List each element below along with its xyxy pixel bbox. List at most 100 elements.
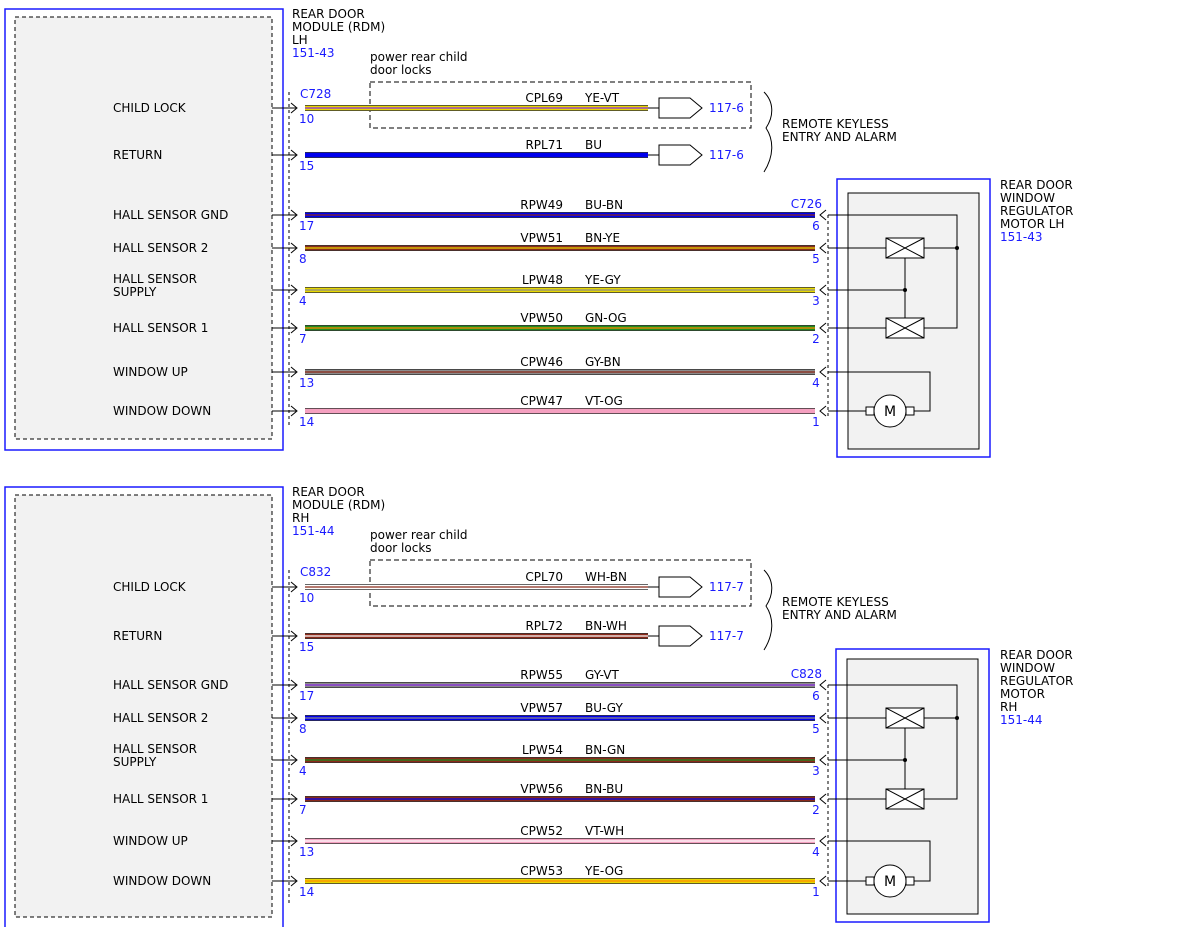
circuit-id: RPL72 — [525, 619, 563, 633]
dest-ref: 117-6 — [709, 101, 744, 115]
pin-arrow — [819, 242, 827, 254]
circuit-id: LPW48 — [522, 273, 563, 287]
pin-number: 17 — [299, 219, 314, 233]
motor-box — [836, 178, 991, 458]
hall-sensor-cross — [885, 237, 925, 259]
motor-title-line: WINDOW — [1000, 661, 1055, 675]
child-lock-box-label: door locks — [370, 541, 432, 555]
module-interior — [14, 16, 273, 440]
pin-arrow — [819, 754, 827, 766]
hall-sensor-cross — [885, 788, 925, 810]
module-box — [4, 486, 284, 927]
pin-arrow — [819, 875, 827, 887]
motor-box — [835, 648, 990, 923]
pin-number: 10 — [299, 112, 314, 126]
remote-label: REMOTE KEYLESS — [782, 117, 889, 131]
motor-pin-number: 3 — [812, 764, 820, 778]
motor-title-line: REGULATOR — [1000, 204, 1073, 218]
dest-connector — [658, 576, 703, 598]
wire-label: HALL SENSOR — [113, 742, 197, 756]
wire-color-code: YE-OG — [584, 864, 623, 878]
circuit-id: CPW53 — [520, 864, 563, 878]
motor-pin-number: 3 — [812, 294, 820, 308]
pin-arrow — [290, 581, 298, 593]
motor-ref: 151-44 — [1000, 713, 1043, 727]
pin-arrow — [290, 149, 298, 161]
motor-up-line — [828, 371, 931, 412]
motor-pin-number: 1 — [812, 415, 820, 429]
hall-sensor-cross — [885, 707, 925, 729]
circuit-id: RPL71 — [525, 138, 563, 152]
dest-connector — [658, 144, 703, 166]
connector-main: C832 — [300, 565, 331, 579]
motor-up-line — [828, 840, 931, 882]
pin-number: 7 — [299, 803, 307, 817]
wire-label: HALL SENSOR — [113, 272, 197, 286]
wire-color-code: BU-BN — [585, 198, 623, 212]
pin-number: 15 — [299, 640, 314, 654]
pin-number: 8 — [299, 722, 307, 736]
pin-arrow — [819, 712, 827, 724]
child-lock-box — [369, 559, 752, 607]
pin-number: 14 — [299, 885, 314, 899]
pin-arrow — [819, 405, 827, 417]
wire-color-code: YE-GY — [584, 273, 621, 287]
wire-color-code: YE-VT — [584, 91, 620, 105]
wire-color-code: GN-OG — [585, 311, 627, 325]
connector-main: C728 — [300, 87, 331, 101]
hall-sensor-cross — [885, 317, 925, 339]
motor-title-line: WINDOW — [1000, 191, 1055, 205]
motor-brush — [865, 406, 875, 416]
pin-arrow — [290, 102, 298, 114]
motor-pin-number: 1 — [812, 885, 820, 899]
motor-pin-number: 4 — [812, 845, 820, 859]
motor-pin-number: 6 — [812, 689, 820, 703]
pin-arrow — [290, 405, 298, 417]
remote-label: ENTRY AND ALARM — [782, 130, 897, 144]
module-title-line: MODULE (RDM) — [292, 20, 385, 34]
pin-arrow — [819, 793, 827, 805]
module-title-line: RH — [292, 511, 309, 525]
sensor-gnd-line — [828, 214, 958, 329]
remote-label: ENTRY AND ALARM — [782, 608, 897, 622]
motor-brush — [865, 876, 875, 886]
child-lock-box-label: power rear child — [370, 528, 468, 542]
circuit-id: CPW47 — [520, 394, 563, 408]
pin-arrow — [290, 793, 298, 805]
wire-color-code: VT-OG — [585, 394, 623, 408]
junction-dot — [955, 716, 959, 720]
wire-color-code: BU-GY — [585, 701, 623, 715]
pin-arrow — [290, 366, 298, 378]
module-ref: 151-43 — [292, 46, 335, 60]
pin-arrow — [290, 679, 298, 691]
pin-arrow — [290, 242, 298, 254]
pin-number: 4 — [299, 764, 307, 778]
remote-label: REMOTE KEYLESS — [782, 595, 889, 609]
pin-number: 7 — [299, 332, 307, 346]
dest-connector — [658, 625, 703, 647]
pin-number: 4 — [299, 294, 307, 308]
motor-title-line: REAR DOOR — [1000, 648, 1073, 662]
pin-number: 8 — [299, 252, 307, 266]
pin-arrow — [819, 366, 827, 378]
wire-label: WINDOW UP — [113, 365, 188, 379]
wire-label: WINDOW DOWN — [113, 874, 211, 888]
motor-symbol: M — [884, 404, 896, 420]
motor-pin-number: 4 — [812, 376, 820, 390]
circuit-id: VPW57 — [520, 701, 563, 715]
wire-label: WINDOW DOWN — [113, 404, 211, 418]
module-title-line: LH — [292, 33, 308, 47]
circuit-id: LPW54 — [522, 743, 563, 757]
pin-arrow — [290, 284, 298, 296]
pin-number: 10 — [299, 591, 314, 605]
motor-title-line: REAR DOOR — [1000, 178, 1073, 192]
dest-connector — [658, 97, 703, 119]
wire-color-code: GY-BN — [585, 355, 621, 369]
pin-arrow — [290, 630, 298, 642]
motor-pin-number: 2 — [812, 803, 820, 817]
pin-arrow — [819, 209, 827, 221]
wire-label: HALL SENSOR 1 — [113, 792, 208, 806]
